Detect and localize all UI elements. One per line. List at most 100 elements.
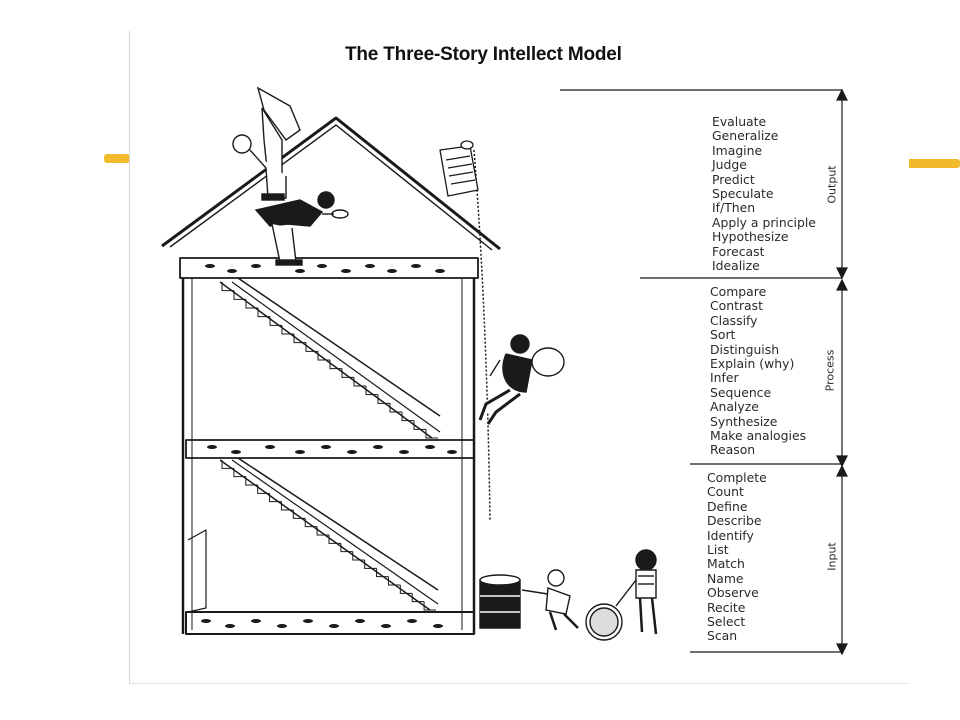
stair-step [413, 420, 426, 430]
footprint-mark [399, 450, 409, 454]
stair-step [305, 342, 318, 352]
footprint-mark [295, 269, 305, 273]
input-level-label: Input [825, 542, 839, 571]
stair-step [353, 377, 366, 387]
stair-step [340, 543, 353, 553]
stair-step [221, 460, 234, 469]
stair-step [341, 368, 354, 378]
climber-icon [478, 334, 565, 425]
accent-stripe-left [104, 154, 130, 163]
list-item: Identify [707, 527, 754, 543]
list-item: Analyze [710, 399, 759, 415]
footprint-mark [425, 445, 435, 449]
stair-step [269, 316, 282, 326]
footprint-mark [321, 445, 331, 449]
footprint-mark [387, 269, 397, 273]
stair-step [280, 501, 294, 511]
stair-step [365, 386, 378, 396]
list-item: Describe [707, 513, 762, 529]
list-item: Define [707, 498, 748, 514]
footprint-mark [317, 264, 327, 268]
stair-step [389, 403, 402, 413]
footprint-mark [277, 624, 287, 628]
person-pushing-barrel-icon [521, 569, 579, 631]
list-item: Select [707, 614, 746, 630]
stair-step [352, 551, 365, 561]
stair-step [221, 282, 234, 292]
footprint-mark [433, 624, 443, 628]
scroll-icon [439, 140, 479, 197]
person-with-magnifier-icon [254, 191, 349, 266]
list-item: Forecast [712, 243, 765, 259]
footprint-mark [201, 619, 211, 623]
footprint-mark [347, 450, 357, 454]
stair-step [387, 576, 401, 586]
list-item: Observe [707, 585, 759, 601]
stair-step [257, 485, 270, 494]
person-with-wheel-icon [585, 549, 658, 641]
list-item: Apply a principle [712, 214, 816, 230]
stair-step [329, 360, 342, 370]
list-item: Idealize [712, 258, 760, 274]
list-item: Match [707, 556, 745, 572]
stair-step [425, 429, 438, 439]
list-item: Speculate [712, 186, 774, 202]
input-verbs-list: Complete Count Define Describe Identify … [707, 470, 767, 644]
process-level-label: Process [823, 349, 837, 392]
footprint-mark [227, 269, 237, 273]
stair-step [423, 601, 436, 611]
footprint-mark [329, 624, 339, 628]
output-level-label: Output [825, 165, 839, 204]
accent-stripe-right [906, 159, 960, 168]
list-item: Complete [707, 470, 767, 485]
footprint-mark [447, 450, 457, 454]
list-item: Name [707, 570, 744, 586]
stair-step [245, 476, 258, 486]
list-item: Imagine [712, 142, 763, 158]
stair-step [292, 510, 306, 519]
list-item: Recite [707, 599, 746, 615]
list-item: Compare [710, 284, 767, 299]
footprint-mark [207, 445, 217, 449]
stair-step [411, 593, 425, 603]
list-item: Reason [710, 442, 756, 458]
list-item: Sort [710, 327, 736, 343]
footprint-mark [295, 450, 305, 454]
footprint-mark [381, 624, 391, 628]
stair-step [364, 560, 377, 569]
footprint-mark [435, 269, 445, 273]
list-item: Sequence [710, 384, 772, 400]
footprint-mark [365, 264, 375, 268]
list-item: Infer [710, 370, 739, 386]
list-item: If/Then [712, 200, 756, 216]
footprint-mark [355, 619, 365, 623]
list-item: Synthesize [710, 413, 778, 429]
list-item: Hypothesize [712, 229, 789, 245]
stair-step [281, 325, 294, 335]
stair-step [399, 585, 413, 594]
stair-step [401, 412, 414, 422]
footprint-mark [407, 619, 417, 623]
stair-step [257, 308, 270, 318]
stair-step [233, 290, 246, 300]
list-item: Distinguish [710, 341, 780, 357]
list-item: Predict [712, 171, 755, 187]
footprint-mark [373, 445, 383, 449]
output-verbs-list: Evaluate Generalize Imagine Judge Predic… [712, 114, 816, 274]
list-item: Make analogies [710, 428, 807, 444]
list-item: Scan [707, 628, 738, 644]
list-item: Explain (why) [710, 356, 795, 372]
stair-step [293, 334, 306, 344]
list-item: Count [707, 484, 744, 500]
stair-step [233, 468, 246, 478]
footprint-mark [341, 269, 351, 273]
list-item: List [707, 542, 729, 558]
process-verbs-list: Compare Contrast Classify Sort Distingui… [710, 284, 807, 458]
stair-step [304, 518, 318, 528]
stair-step [245, 299, 258, 309]
stair-step [376, 568, 389, 578]
list-item: Classify [710, 312, 758, 328]
stair-step [316, 526, 329, 536]
stair-step [328, 535, 341, 544]
